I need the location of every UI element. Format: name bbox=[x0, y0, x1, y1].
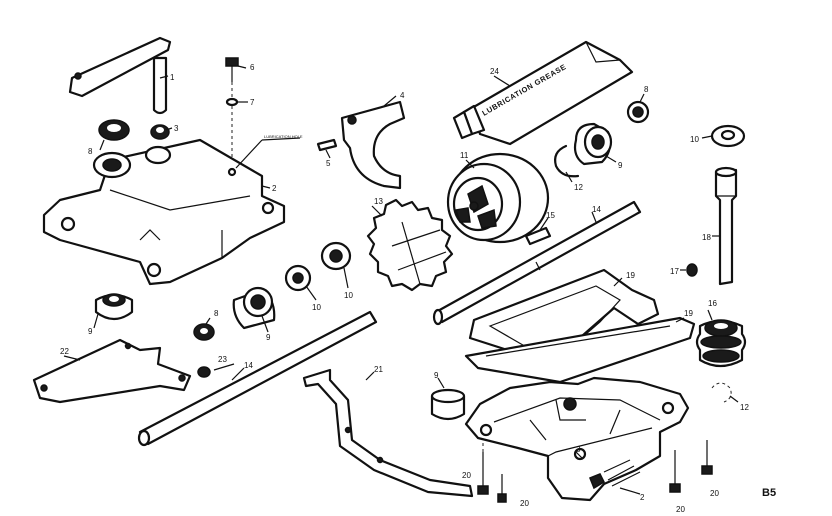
part-1-shift-lever bbox=[68, 36, 172, 115]
callout-2: 2 bbox=[272, 184, 277, 193]
callout-5: 5 bbox=[326, 159, 331, 168]
callout-7: 7 bbox=[250, 98, 255, 107]
callout-11: 11 bbox=[460, 151, 469, 160]
part-3-bushing bbox=[150, 124, 170, 140]
callout-16: 16 bbox=[708, 299, 717, 308]
part-8-washer-lower bbox=[193, 323, 215, 341]
callout-15: 15 bbox=[546, 211, 555, 220]
callout-10-a: 10 bbox=[312, 303, 321, 312]
callout-8: 8 bbox=[88, 147, 93, 156]
part-9-bushing-center-bottom bbox=[430, 388, 466, 421]
lubrication-hole-leader-2 bbox=[261, 137, 301, 141]
callout-8-upper-right: 8 bbox=[644, 85, 649, 94]
part-9-bushing-middle bbox=[232, 286, 276, 330]
callout-14-upper: 14 bbox=[592, 205, 601, 214]
part-24-grease-tube bbox=[452, 40, 634, 146]
callout-9-upper-right: 9 bbox=[618, 161, 623, 170]
callout-19-upper: 19 bbox=[626, 271, 635, 280]
callout-6: 6 bbox=[250, 63, 255, 72]
part-18-vertical-shaft bbox=[714, 166, 738, 286]
part-2-lower-housing bbox=[464, 376, 690, 502]
callout-9-middle: 9 bbox=[266, 333, 271, 342]
part-23-plug bbox=[197, 366, 211, 378]
part-12-clip-lower bbox=[711, 382, 732, 403]
figure-code: B5 bbox=[762, 487, 776, 499]
callout-24: 24 bbox=[490, 67, 499, 76]
part-21-bracket bbox=[302, 368, 474, 498]
part-20-bolt-a bbox=[477, 440, 489, 495]
part-19-gasket-lower bbox=[464, 316, 696, 384]
part-17-small-cap bbox=[686, 263, 698, 277]
part-15-key bbox=[524, 226, 552, 246]
part-7-washer bbox=[225, 97, 239, 107]
callout-9-lower-left: 9 bbox=[88, 327, 93, 336]
callout-13: 13 bbox=[374, 197, 383, 206]
callout-10-b: 10 bbox=[344, 291, 353, 300]
callout-1: 1 bbox=[170, 73, 175, 82]
callout-4: 4 bbox=[400, 91, 405, 100]
part-22-bracket bbox=[32, 338, 192, 404]
callout-19-lower: 19 bbox=[684, 309, 693, 318]
callout-3: 3 bbox=[174, 124, 179, 133]
callout-22: 22 bbox=[60, 347, 69, 356]
part-20-bolt-d bbox=[701, 440, 713, 475]
part-8-bushing-left bbox=[98, 119, 130, 141]
part-6-screw bbox=[225, 57, 239, 170]
callout-8-lower: 8 bbox=[214, 309, 219, 318]
part-14-shaft-lower bbox=[137, 310, 378, 447]
callout-12-lower: 12 bbox=[740, 403, 749, 412]
callout-21: 21 bbox=[374, 365, 383, 374]
part-9-bushing-lower-left bbox=[94, 293, 134, 321]
callout-20-a: 20 bbox=[462, 471, 471, 480]
part-20-bolt-c bbox=[669, 450, 681, 493]
part-8-washer-upper-right bbox=[626, 100, 650, 124]
part-10-washer-far-right bbox=[710, 124, 746, 148]
part-10-washer-b bbox=[320, 241, 352, 271]
part-16-pulley bbox=[695, 319, 747, 368]
callout-3-lower: 3 bbox=[576, 445, 581, 454]
callout-20-d: 20 bbox=[710, 489, 719, 498]
callout-leaders bbox=[63, 65, 739, 495]
lubrication-hole-leader bbox=[235, 139, 263, 169]
callout-18: 18 bbox=[702, 233, 711, 242]
part-2-upper-housing bbox=[42, 138, 286, 286]
part-20-bolt-b bbox=[497, 474, 507, 503]
part-5-pin bbox=[316, 138, 338, 152]
callout-9-center: 9 bbox=[434, 371, 439, 380]
part-11-pulley bbox=[446, 152, 550, 244]
part-12-clip-upper bbox=[554, 144, 580, 178]
part-10-washer-a bbox=[284, 264, 312, 292]
callout-23: 23 bbox=[218, 355, 227, 364]
part-9-bushing-upper-right bbox=[573, 122, 613, 166]
part-14-shaft-upper bbox=[432, 200, 642, 326]
callout-17: 17 bbox=[670, 267, 679, 276]
callout-20-c: 20 bbox=[676, 505, 685, 514]
part-13-gear bbox=[366, 198, 454, 292]
callout-12-upper: 12 bbox=[574, 183, 583, 192]
callout-10-far-right: 10 bbox=[690, 135, 699, 144]
callout-14-lower: 14 bbox=[244, 361, 253, 370]
part-4-shift-fork bbox=[340, 100, 406, 190]
lubrication-hole-label: LUBRICATION HOLE bbox=[264, 134, 303, 139]
callout-2-lower: 2 bbox=[640, 493, 645, 502]
callout-20-b: 20 bbox=[520, 499, 529, 508]
